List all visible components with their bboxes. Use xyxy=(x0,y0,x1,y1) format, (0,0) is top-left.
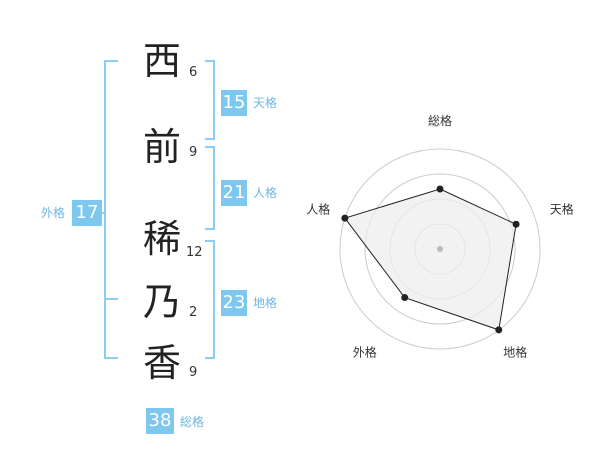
radar-center xyxy=(437,246,443,252)
radar-axis-label: 天格 xyxy=(550,201,574,216)
radar-point xyxy=(401,294,409,302)
name-char-5: 香 xyxy=(142,341,181,385)
stroke-count-3: 12 xyxy=(186,245,203,260)
chikaku-label: 地格 xyxy=(253,296,278,310)
name-char-3: 稀 xyxy=(142,217,181,261)
radar-point xyxy=(495,326,503,334)
radar-ring xyxy=(339,148,541,350)
stroke-count-2: 9 xyxy=(189,145,198,160)
radar-axis-label: 外格 xyxy=(353,345,377,360)
stroke-count-1: 6 xyxy=(189,65,198,80)
name-char-1: 西 xyxy=(142,39,181,83)
soukaku-label: 総格 xyxy=(180,415,205,429)
soukaku-value: 38 xyxy=(146,408,174,434)
tenkaku-label: 天格 xyxy=(253,96,278,110)
gaikaku-value: 17 xyxy=(72,200,102,226)
chikaku-value: 23 xyxy=(221,290,247,316)
radar-axis-label: 総格 xyxy=(428,113,452,128)
stroke-count-5: 9 xyxy=(189,365,198,380)
radar-point xyxy=(512,220,520,228)
radar-area xyxy=(344,188,517,331)
name-char-4: 乃 xyxy=(142,280,181,324)
radar-point xyxy=(341,214,349,222)
radar-axis-label: 地格 xyxy=(503,345,527,360)
radar-ring xyxy=(364,173,516,325)
jinkaku-value: 21 xyxy=(221,180,247,206)
gaikaku-label: 外格 xyxy=(41,206,66,220)
radar-axis-label: 人格 xyxy=(306,201,330,216)
stroke-count-4: 2 xyxy=(189,305,198,320)
jinkaku-label: 人格 xyxy=(253,186,278,200)
tenkaku-value: 15 xyxy=(221,90,247,116)
name-char-2: 前 xyxy=(142,125,181,169)
radar-point xyxy=(436,185,444,193)
